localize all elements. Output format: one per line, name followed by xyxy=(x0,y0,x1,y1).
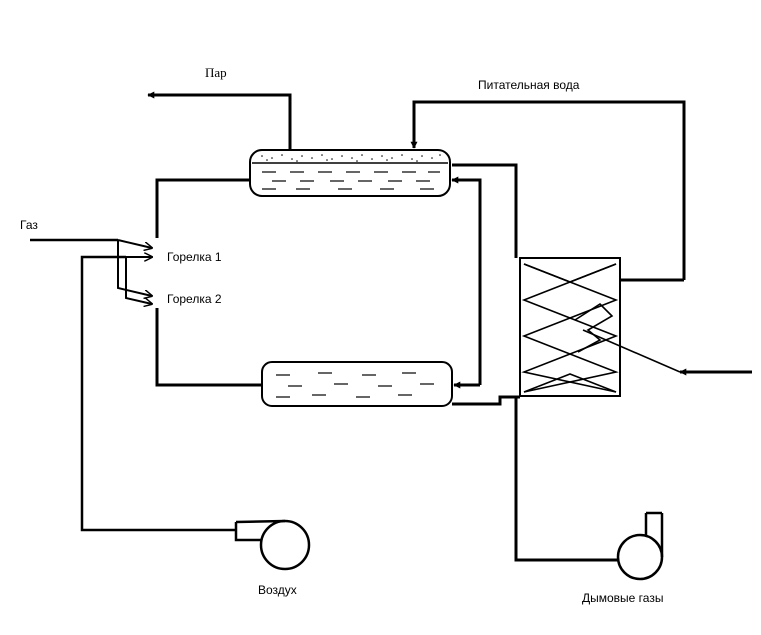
gas-to-burner1 xyxy=(117,239,152,248)
gas-label: Газ xyxy=(20,218,38,232)
air-label: Воздух xyxy=(258,583,297,597)
circulation-up xyxy=(451,176,482,385)
lower-drum-to-eco xyxy=(452,395,520,406)
lower-drum xyxy=(261,361,453,407)
flue-inlet-diag xyxy=(582,329,681,373)
left-riser-pipe xyxy=(155,178,250,238)
air-to-burner2 xyxy=(125,257,152,304)
steam-space-dots xyxy=(261,154,441,162)
steam-line xyxy=(147,91,292,150)
left-downcomer-pipe xyxy=(155,308,262,387)
upper-drum xyxy=(249,149,451,197)
gas-to-burner2 xyxy=(117,240,152,296)
burner1-label: Горелка 1 xyxy=(167,250,222,264)
flue-outlet-line xyxy=(514,396,640,562)
flue-fan-icon xyxy=(616,511,664,581)
upper-drum-to-eco xyxy=(452,163,518,258)
burner2-label: Горелка 2 xyxy=(167,292,222,306)
air-fan-icon xyxy=(234,519,311,571)
flue-gases-label: Дымовые газы xyxy=(582,591,664,605)
water-dashes xyxy=(262,171,440,190)
air-supply-line xyxy=(80,255,236,532)
feedwater-line xyxy=(410,100,686,280)
economizer xyxy=(519,257,621,397)
feedwater-label: Питательная вода xyxy=(478,78,580,92)
steam-label: Пар xyxy=(205,65,227,80)
